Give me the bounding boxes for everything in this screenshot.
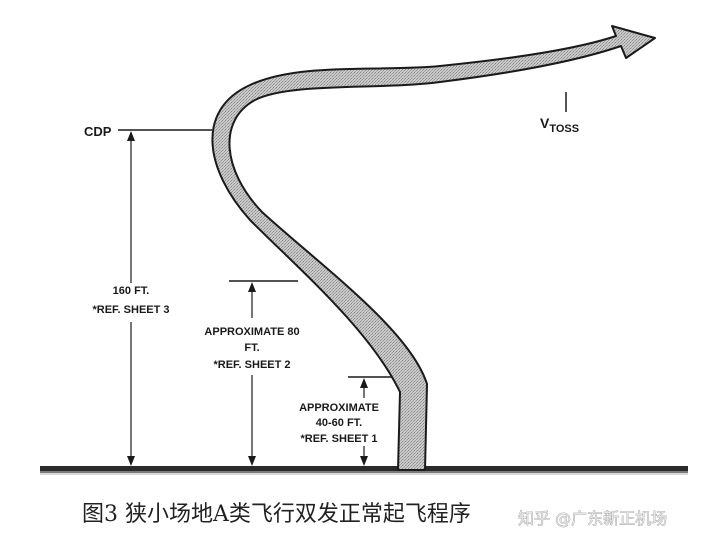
height-80-line3: *REF. SHEET 2 <box>213 359 290 371</box>
ground <box>40 466 688 475</box>
height-40-line1: APPROXIMATE <box>299 402 379 414</box>
cdp-label: CDP <box>84 124 112 139</box>
height-160-line2: *REF. SHEET 3 <box>92 304 169 316</box>
height-80-line1: APPROXIMATE 80 <box>204 326 299 338</box>
figure-caption: 图3 狭小场地A类飞行双发正常起飞程序 <box>82 502 471 527</box>
height-80-line2: FT. <box>244 342 259 354</box>
height-40-line3: *REF. SHEET 1 <box>300 433 377 445</box>
height-40-line2: 40-60 FT. <box>316 417 362 429</box>
dimension-160ft <box>127 131 135 466</box>
watermark: 知乎 @广东新正机场 <box>518 509 667 528</box>
vtoss-label: VTOSS <box>540 115 579 135</box>
flight-path-ribbon <box>211 25 656 471</box>
dimension-40-60ft <box>348 376 392 466</box>
height-160-line1: 160 FT. <box>113 285 150 297</box>
dimension-80ft <box>229 280 298 466</box>
vtoss-subscript: TOSS <box>549 123 579 135</box>
vtoss-main: V <box>540 115 550 131</box>
